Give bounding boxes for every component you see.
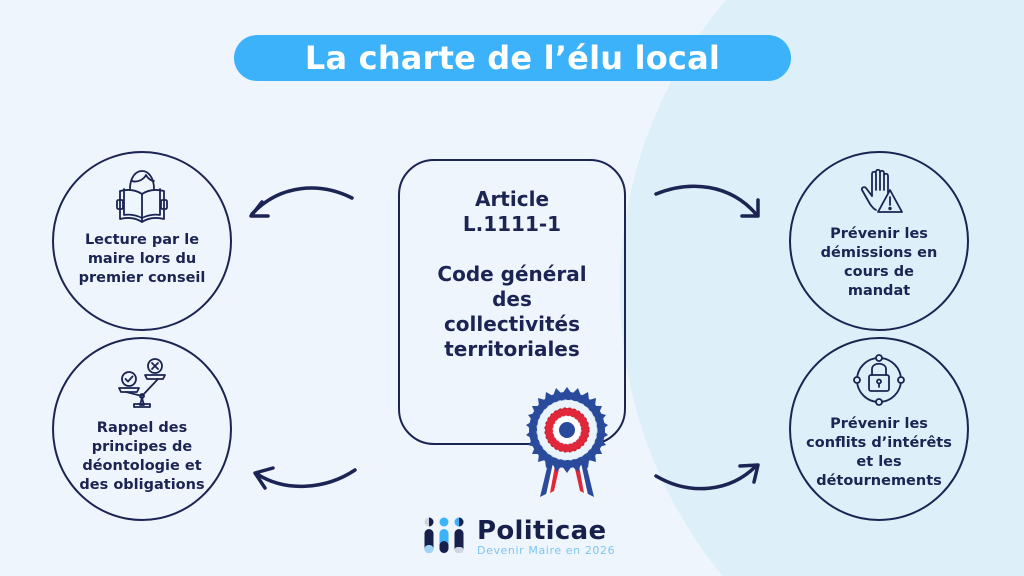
page-title: La charte de l’élu local	[304, 39, 721, 77]
item-rappel-deontologie: Rappel des principes de déontologie et d…	[52, 337, 232, 521]
arrow-to-rappel	[253, 466, 357, 490]
label-line: détournements	[816, 473, 942, 489]
code-name: Code général des collectivités territori…	[400, 262, 624, 362]
rosette-tricolore-icon	[522, 385, 612, 511]
code-line: des	[492, 287, 532, 311]
article-number: L.1111-1	[462, 212, 562, 236]
label-line: conflits d’intérêts	[806, 435, 952, 451]
label-line: premier conseil	[78, 270, 206, 286]
brand-text: Politicae Devenir Maire en 2026	[477, 517, 615, 557]
label-line: Lecture par le	[84, 232, 200, 248]
label-line: démissions en	[820, 245, 938, 261]
label-line: déontologie et	[82, 458, 202, 474]
title-banner: La charte de l’élu local	[234, 35, 791, 81]
label-line: maire lors du	[87, 251, 197, 267]
politicae-logo: Politicae Devenir Maire en 2026	[423, 517, 615, 557]
label-line: cours de	[844, 264, 914, 280]
code-line: Code général	[437, 262, 587, 286]
arrow-to-conflits	[654, 463, 760, 491]
article-box: Article L.1111-1 Code général des collec…	[398, 159, 626, 445]
item-label: Lecture par le maire lors du premier con…	[67, 231, 217, 288]
brand-tagline: Devenir Maire en 2026	[477, 544, 616, 557]
reading-person-book-icon	[112, 167, 172, 225]
item-label: Prévenir les démissions en cours de mand…	[804, 225, 954, 301]
politicae-people-icon	[424, 517, 464, 553]
label-line: principes de	[91, 439, 193, 455]
hand-stop-warning-icon	[854, 163, 904, 221]
article-reference: Article L.1111-1	[400, 187, 624, 237]
label-line: Prévenir les	[830, 416, 928, 432]
label-line: mandat	[847, 283, 911, 299]
balance-scale-check-cross-icon	[114, 357, 170, 409]
label-line: des obligations	[79, 477, 205, 493]
brand-name: Politicae	[477, 516, 607, 546]
padlock-network-icon	[848, 351, 910, 409]
label-line: Prévenir les	[830, 226, 928, 242]
label-line: et les	[856, 454, 902, 470]
item-prevenir-conflits: Prévenir les conflits d’intérêts et les …	[789, 337, 969, 521]
label-line: Rappel des	[96, 420, 188, 436]
article-label: Article	[474, 187, 550, 211]
code-line: collectivités	[443, 312, 581, 336]
arrow-to-lecture	[249, 186, 354, 218]
item-label: Prévenir les conflits d’intérêts et les …	[804, 415, 954, 491]
item-prevenir-demissions: Prévenir les démissions en cours de mand…	[789, 151, 969, 331]
item-label: Rappel des principes de déontologie et d…	[67, 419, 217, 495]
item-lecture: Lecture par le maire lors du premier con…	[52, 151, 232, 331]
arrow-to-demissions	[654, 184, 760, 218]
code-line: territoriales	[444, 337, 580, 361]
